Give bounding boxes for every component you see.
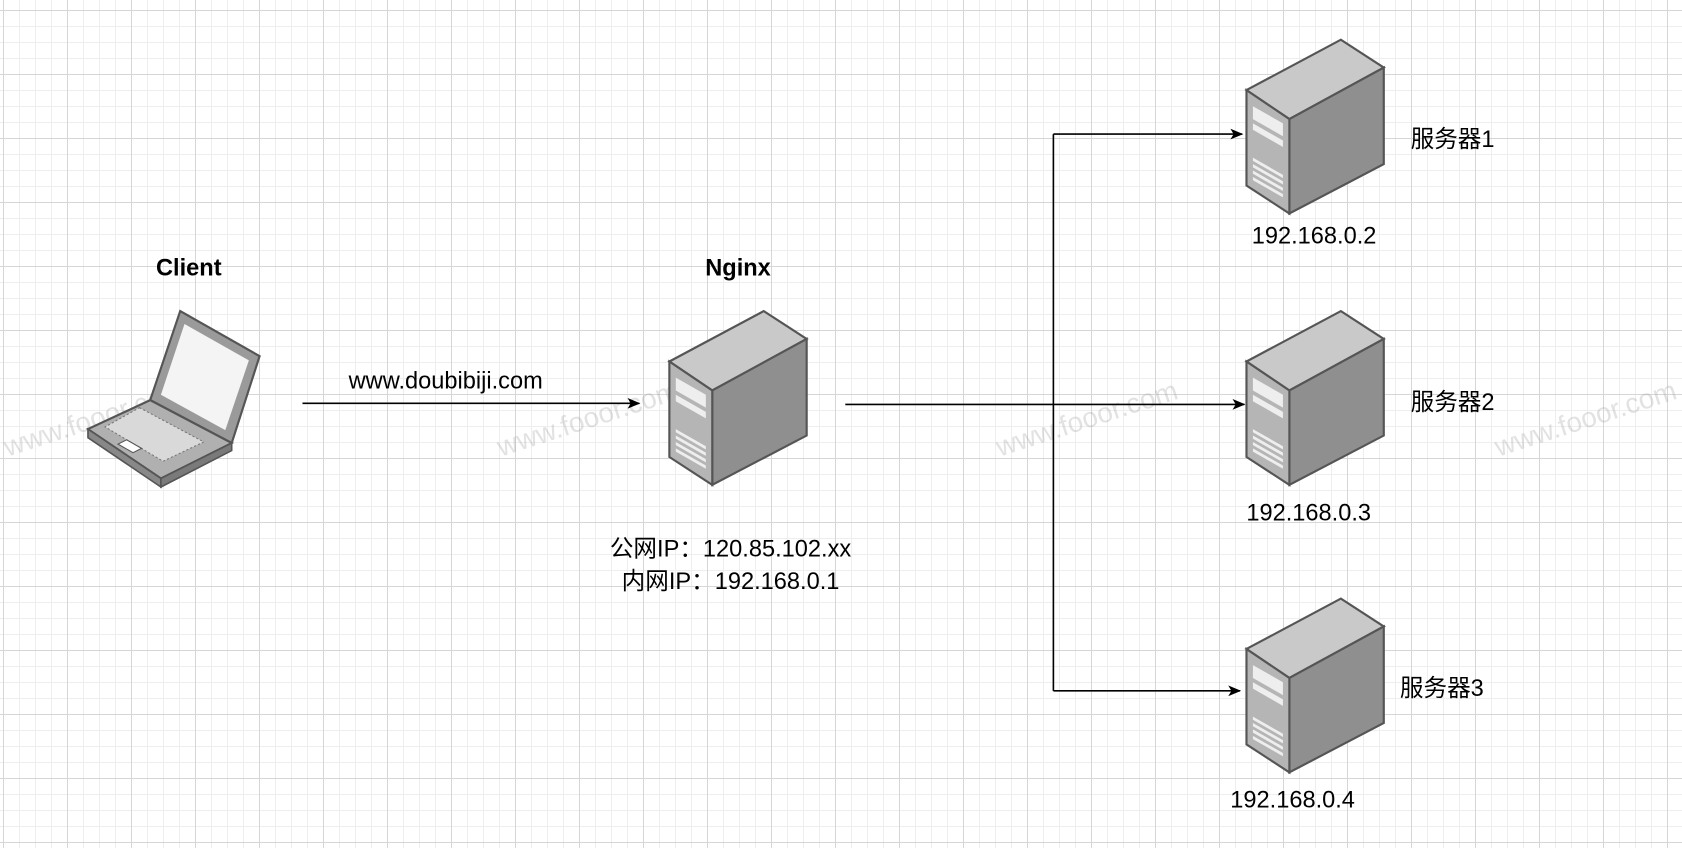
server-2-icon[interactable] xyxy=(1244,309,1386,487)
nginx-label: Nginx xyxy=(705,254,771,282)
server-1-icon[interactable] xyxy=(1244,38,1386,216)
server-1-label: 服务器1 xyxy=(1410,125,1495,153)
nginx-private-ip: 内网IP：192.168.0.1 xyxy=(621,567,840,595)
laptop-icon[interactable] xyxy=(85,309,263,491)
nginx-public-ip: 公网IP：120.85.102.xx xyxy=(609,535,852,563)
nginx-server-icon[interactable] xyxy=(667,309,809,487)
domain-label: www.doubibiji.com xyxy=(348,366,543,394)
client-label: Client xyxy=(156,254,222,282)
server-2-ip: 192.168.0.3 xyxy=(1246,498,1372,526)
server-3-ip: 192.168.0.4 xyxy=(1230,786,1355,814)
server-1-ip: 192.168.0.2 xyxy=(1251,222,1377,249)
server-2-label: 服务器2 xyxy=(1410,388,1495,416)
server-3-label: 服务器3 xyxy=(1399,674,1484,702)
server-3-icon[interactable] xyxy=(1244,596,1386,775)
